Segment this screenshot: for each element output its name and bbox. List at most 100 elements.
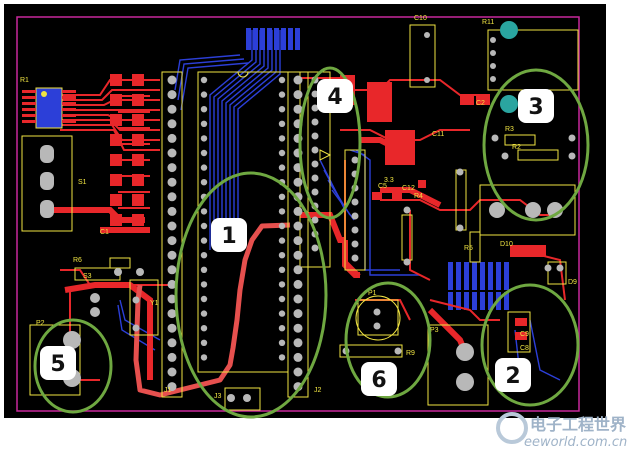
label-j3: J3	[214, 393, 222, 400]
pad	[490, 63, 496, 69]
pad	[200, 252, 208, 259]
callout-6: 6	[361, 362, 397, 396]
pad	[167, 206, 177, 216]
pad	[311, 188, 319, 196]
pad	[278, 310, 286, 317]
pad	[278, 295, 286, 303]
pad	[373, 308, 381, 316]
pad	[311, 104, 319, 112]
svg-text:1: 1	[221, 224, 236, 249]
label-s3: S3	[83, 273, 92, 280]
label-r6: R6	[73, 257, 82, 264]
pad	[456, 224, 464, 232]
callout-2: 2	[495, 358, 531, 392]
pad	[167, 367, 177, 377]
pad	[293, 352, 303, 362]
label-p3: P3	[430, 327, 439, 334]
pad	[167, 177, 177, 187]
pad	[278, 325, 286, 332]
pad	[278, 91, 286, 98]
label-d10: D10	[500, 241, 513, 248]
pad	[200, 106, 208, 113]
pad	[200, 354, 208, 361]
pad	[403, 258, 411, 266]
pad	[278, 281, 286, 288]
label-r1: R1	[20, 77, 29, 84]
pad	[278, 339, 286, 346]
large-pads	[40, 21, 563, 391]
pad	[167, 265, 177, 275]
pad	[200, 222, 208, 230]
pad	[167, 119, 177, 129]
pad	[278, 164, 286, 171]
pad	[167, 250, 177, 260]
svg-text:5: 5	[50, 352, 65, 377]
pad	[167, 352, 177, 362]
watermark: 电子工程世界 eeworld.com.cn	[496, 412, 627, 450]
pad	[311, 90, 319, 98]
pad	[167, 192, 177, 202]
pad	[351, 212, 359, 220]
pad	[132, 296, 140, 304]
svg-text:6: 6	[371, 368, 386, 393]
label-s1: S1	[78, 179, 87, 186]
pad	[293, 250, 303, 260]
label-r9: R9	[406, 350, 415, 357]
pad	[200, 76, 208, 84]
board-outline	[16, 16, 580, 412]
pad	[293, 75, 303, 85]
through-hole-pads	[114, 37, 576, 402]
silkscreen-outlines	[21, 24, 579, 411]
pad	[200, 120, 208, 128]
pad	[311, 216, 319, 224]
pad	[293, 206, 303, 216]
pad	[456, 168, 464, 176]
pad	[200, 149, 208, 157]
pad	[351, 254, 359, 262]
label-c5: C5	[378, 183, 387, 190]
pad	[167, 221, 177, 231]
pad	[351, 156, 359, 164]
pad	[311, 244, 319, 252]
r1-ic	[22, 87, 76, 129]
svg-text:4: 4	[327, 85, 342, 110]
pad	[167, 382, 177, 392]
watermark-cn: 电子工程世界	[530, 415, 626, 434]
pad	[167, 279, 177, 289]
pad	[311, 132, 319, 140]
pad	[167, 148, 177, 158]
label-j1: J1	[164, 387, 172, 394]
label-c12: C12	[402, 185, 415, 192]
pad	[394, 347, 402, 355]
pad	[293, 279, 303, 289]
svg-text:3: 3	[528, 95, 543, 120]
highlight-rings	[33, 66, 590, 419]
pad	[373, 322, 381, 330]
label-d9: D9	[568, 279, 577, 286]
pad	[167, 338, 177, 348]
label-c11: C11	[432, 131, 444, 138]
pad	[568, 134, 576, 142]
label-c8: C8	[520, 345, 529, 352]
pad	[490, 50, 496, 56]
pad	[278, 120, 286, 128]
label-r2: R2	[512, 144, 521, 151]
pad	[278, 193, 286, 200]
label-c10: C10	[414, 15, 427, 22]
pad	[293, 177, 303, 187]
pad	[568, 152, 576, 160]
pad	[136, 268, 144, 276]
pad	[311, 160, 319, 168]
pad	[200, 281, 208, 288]
pad	[200, 339, 208, 346]
pad	[132, 324, 140, 332]
pad	[490, 37, 496, 43]
pad	[167, 236, 177, 246]
watermark-en: eeworld.com.cn	[524, 435, 627, 450]
pad	[167, 104, 177, 114]
pad	[200, 237, 208, 244]
pad	[351, 226, 359, 234]
callouts: 1 2 3 4 5 6	[40, 79, 554, 396]
callout-1: 1	[211, 218, 247, 252]
